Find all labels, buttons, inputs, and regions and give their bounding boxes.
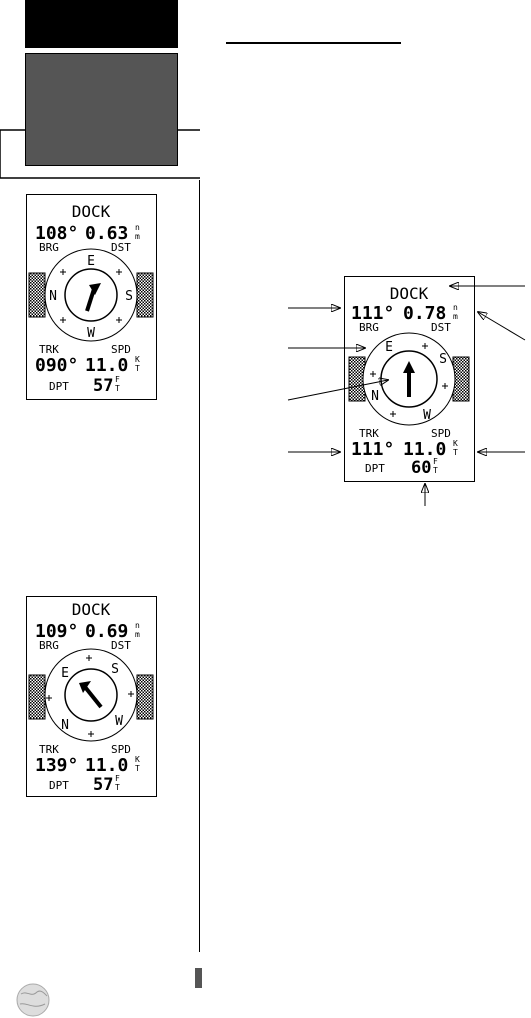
column-divider bbox=[199, 180, 200, 952]
speed-unit-top: K bbox=[135, 755, 140, 764]
track-label: TRK bbox=[39, 343, 59, 356]
compass-letter-top-left: E bbox=[61, 666, 69, 681]
speed-unit-top: K bbox=[453, 439, 458, 448]
depth-unit-bottom: T bbox=[115, 384, 120, 393]
distance-label: DST bbox=[111, 241, 131, 254]
compass-letter-left: N bbox=[371, 389, 379, 404]
compass-letter-bottom: W bbox=[423, 408, 431, 423]
distance-unit-top: n bbox=[453, 303, 458, 312]
speed-label: SPD bbox=[431, 427, 451, 440]
globe-icon bbox=[16, 983, 50, 1017]
track-value: 111° bbox=[351, 439, 394, 460]
depth-label: DPT bbox=[49, 779, 69, 792]
distance-unit-bottom: m bbox=[135, 630, 140, 639]
track-value: 139° bbox=[35, 755, 78, 776]
distance-value: 0.78 bbox=[403, 303, 446, 324]
page-marker bbox=[195, 968, 202, 988]
speed-unit-bottom: T bbox=[135, 364, 140, 373]
heading-underline bbox=[226, 42, 401, 44]
distance-unit-bottom: m bbox=[135, 232, 140, 241]
pointer-arrow-icon bbox=[79, 681, 103, 709]
compass-letter-right: S bbox=[439, 352, 447, 367]
bearing-label: BRG bbox=[39, 241, 59, 254]
compass-letter-bottom: W bbox=[87, 326, 95, 341]
depth-unit-top: F bbox=[115, 774, 120, 783]
distance-unit-top: n bbox=[135, 621, 140, 630]
section-tab-black bbox=[25, 0, 178, 48]
pointer-arrow-icon bbox=[85, 283, 101, 312]
distance-value: 0.63 bbox=[85, 223, 128, 244]
depth-unit-bottom: T bbox=[115, 783, 120, 792]
bearing-label: BRG bbox=[359, 321, 379, 334]
depth-value: 57 bbox=[93, 376, 113, 396]
track-label: TRK bbox=[39, 743, 59, 756]
bearing-value: 109° bbox=[35, 621, 78, 642]
gps-screen-3: DOCK 109° 0.69 n m BRG DST E S N W TRK S bbox=[26, 596, 157, 797]
compass-letter-top-right: S bbox=[111, 662, 119, 677]
bearing-value: 108° bbox=[35, 223, 78, 244]
speed-value: 11.0 bbox=[85, 755, 128, 776]
gps-screen-1: DOCK 108° 0.63 n m BRG DST E N S W TRK S bbox=[26, 194, 157, 400]
waypoint-name: DOCK bbox=[390, 284, 429, 303]
pointer-arrow-icon bbox=[403, 361, 415, 397]
compass-letter-right: S bbox=[125, 289, 133, 304]
speed-value: 11.0 bbox=[85, 355, 128, 376]
compass-letter-top: E bbox=[87, 254, 95, 269]
speed-label: SPD bbox=[111, 343, 131, 356]
depth-label: DPT bbox=[365, 462, 385, 475]
distance-unit-bottom: m bbox=[453, 312, 458, 321]
speed-unit-top: K bbox=[135, 355, 140, 364]
bearing-label: BRG bbox=[39, 639, 59, 652]
waypoint-name: DOCK bbox=[72, 202, 111, 221]
bearing-value: 111° bbox=[351, 303, 394, 324]
track-label: TRK bbox=[359, 427, 379, 440]
speed-value: 11.0 bbox=[403, 439, 446, 460]
track-value: 090° bbox=[35, 355, 78, 376]
compass-letter-bottom-right: W bbox=[115, 714, 123, 729]
distance-label: DST bbox=[431, 321, 451, 334]
speed-unit-bottom: T bbox=[135, 764, 140, 773]
depth-label: DPT bbox=[49, 380, 69, 393]
compass-letter-top: E bbox=[385, 340, 393, 355]
depth-unit-top: F bbox=[433, 457, 438, 466]
depth-unit-top: F bbox=[115, 375, 120, 384]
compass-letter-bottom-left: N bbox=[61, 718, 69, 733]
gps-screen-2: DOCK 111° 0.78 n m BRG DST E N S W TRK S bbox=[344, 276, 475, 482]
depth-unit-bottom: T bbox=[433, 466, 438, 475]
distance-label: DST bbox=[111, 639, 131, 652]
depth-value: 60 bbox=[411, 458, 431, 478]
distance-unit-top: n bbox=[135, 223, 140, 232]
distance-value: 0.69 bbox=[85, 621, 128, 642]
speed-unit-bottom: T bbox=[453, 448, 458, 457]
depth-value: 57 bbox=[93, 775, 113, 795]
speed-label: SPD bbox=[111, 743, 131, 756]
tab-bracket bbox=[0, 129, 200, 179]
compass-letter-left: N bbox=[49, 289, 57, 304]
section-tab-gray bbox=[25, 53, 178, 166]
waypoint-name: DOCK bbox=[72, 600, 111, 619]
